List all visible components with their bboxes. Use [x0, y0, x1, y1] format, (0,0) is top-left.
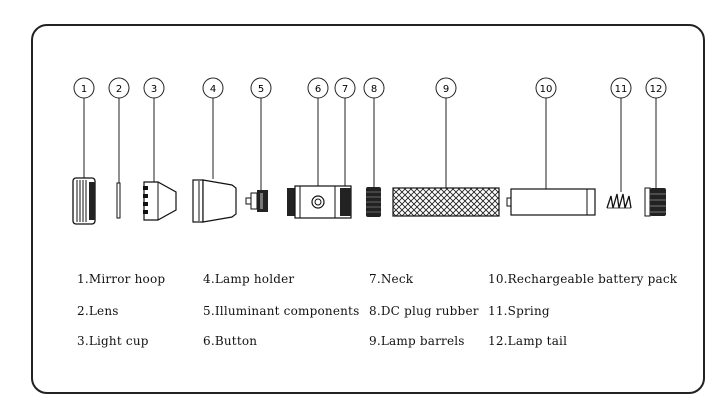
part-lamp-tail — [644, 187, 666, 217]
legend-item-7: 7.Neck — [369, 272, 414, 286]
svg-text:4: 4 — [210, 84, 216, 95]
part-battery-pack — [506, 188, 596, 216]
callout-5: 5 — [250, 77, 272, 190]
svg-text:5: 5 — [258, 84, 264, 95]
legend-item-2: 2.Lens — [77, 304, 119, 318]
callout-10: 10 — [535, 77, 557, 189]
svg-text:6: 6 — [315, 84, 321, 95]
svg-text:12: 12 — [650, 84, 663, 95]
part-button — [311, 195, 325, 209]
svg-text:9: 9 — [443, 84, 449, 95]
callout-9: 9 — [435, 77, 457, 188]
svg-text:3: 3 — [151, 84, 157, 95]
callout-7: 7 — [334, 77, 356, 188]
svg-text:11: 11 — [615, 84, 628, 95]
part-light-cup — [143, 181, 177, 221]
legend-item-1: 1.Mirror hoop — [77, 272, 166, 286]
part-lamp-barrels — [392, 187, 500, 217]
diagram-frame — [31, 24, 705, 394]
callout-8: 8 — [363, 77, 385, 187]
part-lens — [116, 182, 121, 219]
callout-1: 1 — [73, 77, 95, 178]
legend-item-11: 11.Spring — [488, 304, 550, 318]
legend-item-6: 6.Button — [203, 334, 258, 348]
legend-item-3: 3.Light cup — [77, 334, 149, 348]
svg-text:2: 2 — [116, 84, 122, 95]
legend-item-8: 8.DC plug rubber — [369, 304, 479, 318]
part-spring — [606, 193, 632, 209]
callout-4: 4 — [202, 77, 224, 179]
legend-item-4: 4.Lamp holder — [203, 272, 295, 286]
svg-text:7: 7 — [342, 84, 348, 95]
callout-3: 3 — [143, 77, 165, 182]
part-dc-plug-rubber — [366, 187, 381, 217]
part-mirror-hoop — [72, 177, 96, 225]
svg-text:1: 1 — [81, 84, 87, 95]
svg-text:10: 10 — [540, 84, 553, 95]
legend-item-9: 9.Lamp barrels — [369, 334, 465, 348]
legend-item-12: 12.Lamp tail — [488, 334, 568, 348]
part-illuminant-components — [245, 190, 268, 212]
callout-11: 11 — [610, 77, 632, 192]
svg-text:8: 8 — [371, 84, 377, 95]
callout-12: 12 — [645, 77, 667, 188]
callout-6: 6 — [307, 77, 329, 196]
legend-item-5: 5.Illuminant components — [203, 304, 360, 318]
part-lamp-holder — [192, 179, 237, 223]
legend-item-10: 10.Rechargeable battery pack — [488, 272, 678, 286]
callout-2: 2 — [108, 77, 130, 183]
